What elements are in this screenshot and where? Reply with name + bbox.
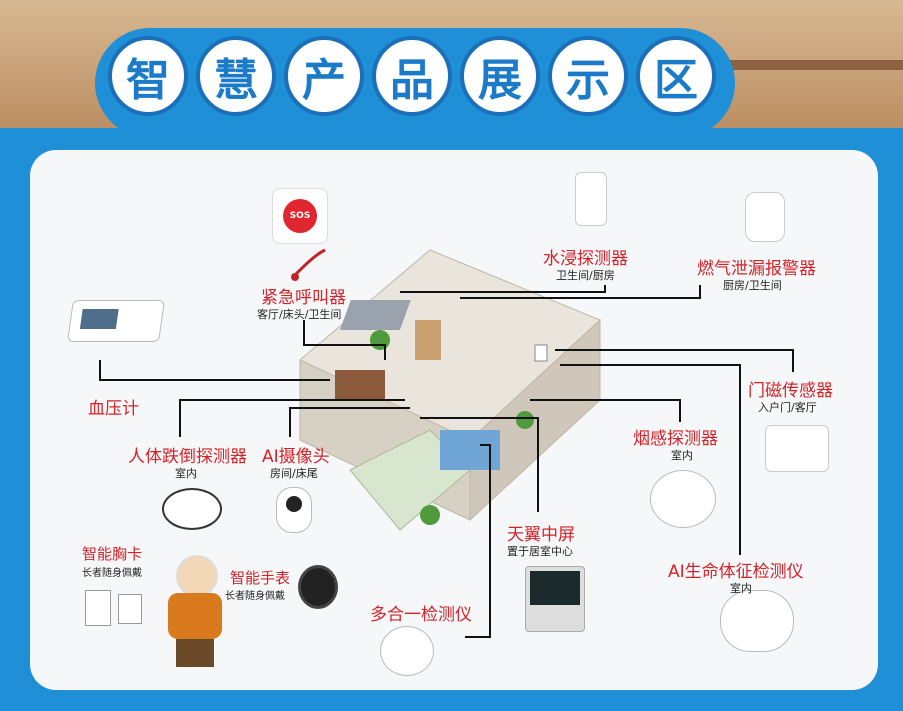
board-title: 智 慧 产 品 展 示 区 — [108, 36, 716, 116]
title-char: 智 — [108, 36, 188, 116]
smart-watch-location: 长者随身佩戴 — [225, 591, 285, 602]
title-char: 区 — [636, 36, 716, 116]
smart-badge-label: 智能胸卡 — [82, 545, 143, 563]
elder-head — [176, 555, 218, 597]
gas-alarm-label: 燃气泄漏报警器 — [697, 259, 816, 279]
title-char: 慧 — [196, 36, 276, 116]
vital-signs-location: 室内 — [730, 582, 752, 595]
smoke-detector-device — [650, 470, 716, 528]
fall-detector-device — [162, 488, 222, 530]
tianyi-screen-device — [525, 566, 585, 632]
bp-screen — [79, 309, 119, 329]
multi-detector-label: 多合一检测仪 — [370, 605, 472, 625]
door-sensor-label: 门磁传感器 — [748, 381, 833, 401]
emergency-call-location: 客厅/床头/卫生间 — [257, 308, 342, 321]
smoke-detector-location: 室内 — [671, 449, 693, 462]
vital-signs-label: AI生命体征检测仪 — [668, 562, 804, 582]
title-char: 示 — [548, 36, 628, 116]
title-char: 品 — [372, 36, 452, 116]
background-shelf — [720, 60, 903, 70]
elder-legs — [176, 639, 214, 667]
multi-detector-device — [380, 626, 434, 676]
camera-lens — [286, 496, 302, 512]
water-detector-location: 卫生间/厨房 — [556, 269, 615, 282]
pull-cord-icon — [291, 248, 326, 281]
ai-camera-device — [276, 487, 312, 533]
vital-signs-device — [720, 590, 794, 652]
gas-alarm-location: 厨房/卫生间 — [723, 279, 782, 292]
blood-pressure-label: 血压计 — [88, 399, 139, 419]
title-char: 展 — [460, 36, 540, 116]
elder-body — [168, 593, 222, 639]
tianyi-screen-location: 置于居室中心 — [507, 545, 573, 558]
fall-detector-label: 人体跌倒探测器 — [128, 447, 247, 467]
smart-badge-device — [118, 594, 142, 624]
tianyi-screen-label: 天翼中屏 — [507, 525, 575, 545]
gas-alarm-device — [745, 192, 785, 242]
title-char: 产 — [284, 36, 364, 116]
fall-detector-location: 室内 — [175, 467, 197, 480]
sos-badge: SOS — [283, 199, 317, 233]
smart-badge-location: 长者随身佩戴 — [82, 568, 142, 579]
screen-display — [530, 571, 580, 605]
door-sensor-device — [765, 425, 829, 472]
smoke-detector-label: 烟感探测器 — [633, 429, 718, 449]
door-sensor-location: 入户门/客厅 — [758, 401, 817, 414]
blood-pressure-device — [67, 300, 165, 342]
water-detector-device — [575, 172, 607, 226]
smart-watch-label: 智能手表 — [230, 569, 291, 587]
ai-camera-label: AI摄像头 — [262, 447, 330, 467]
smart-badge-device — [85, 590, 111, 626]
ai-camera-location: 房间/床尾 — [270, 467, 318, 480]
elderly-man-illustration — [160, 555, 230, 670]
emergency-call-label: 紧急呼叫器 — [261, 288, 346, 308]
water-detector-label: 水浸探测器 — [543, 249, 628, 269]
smart-watch-device — [298, 565, 338, 609]
sos-button-device: SOS — [272, 188, 328, 244]
